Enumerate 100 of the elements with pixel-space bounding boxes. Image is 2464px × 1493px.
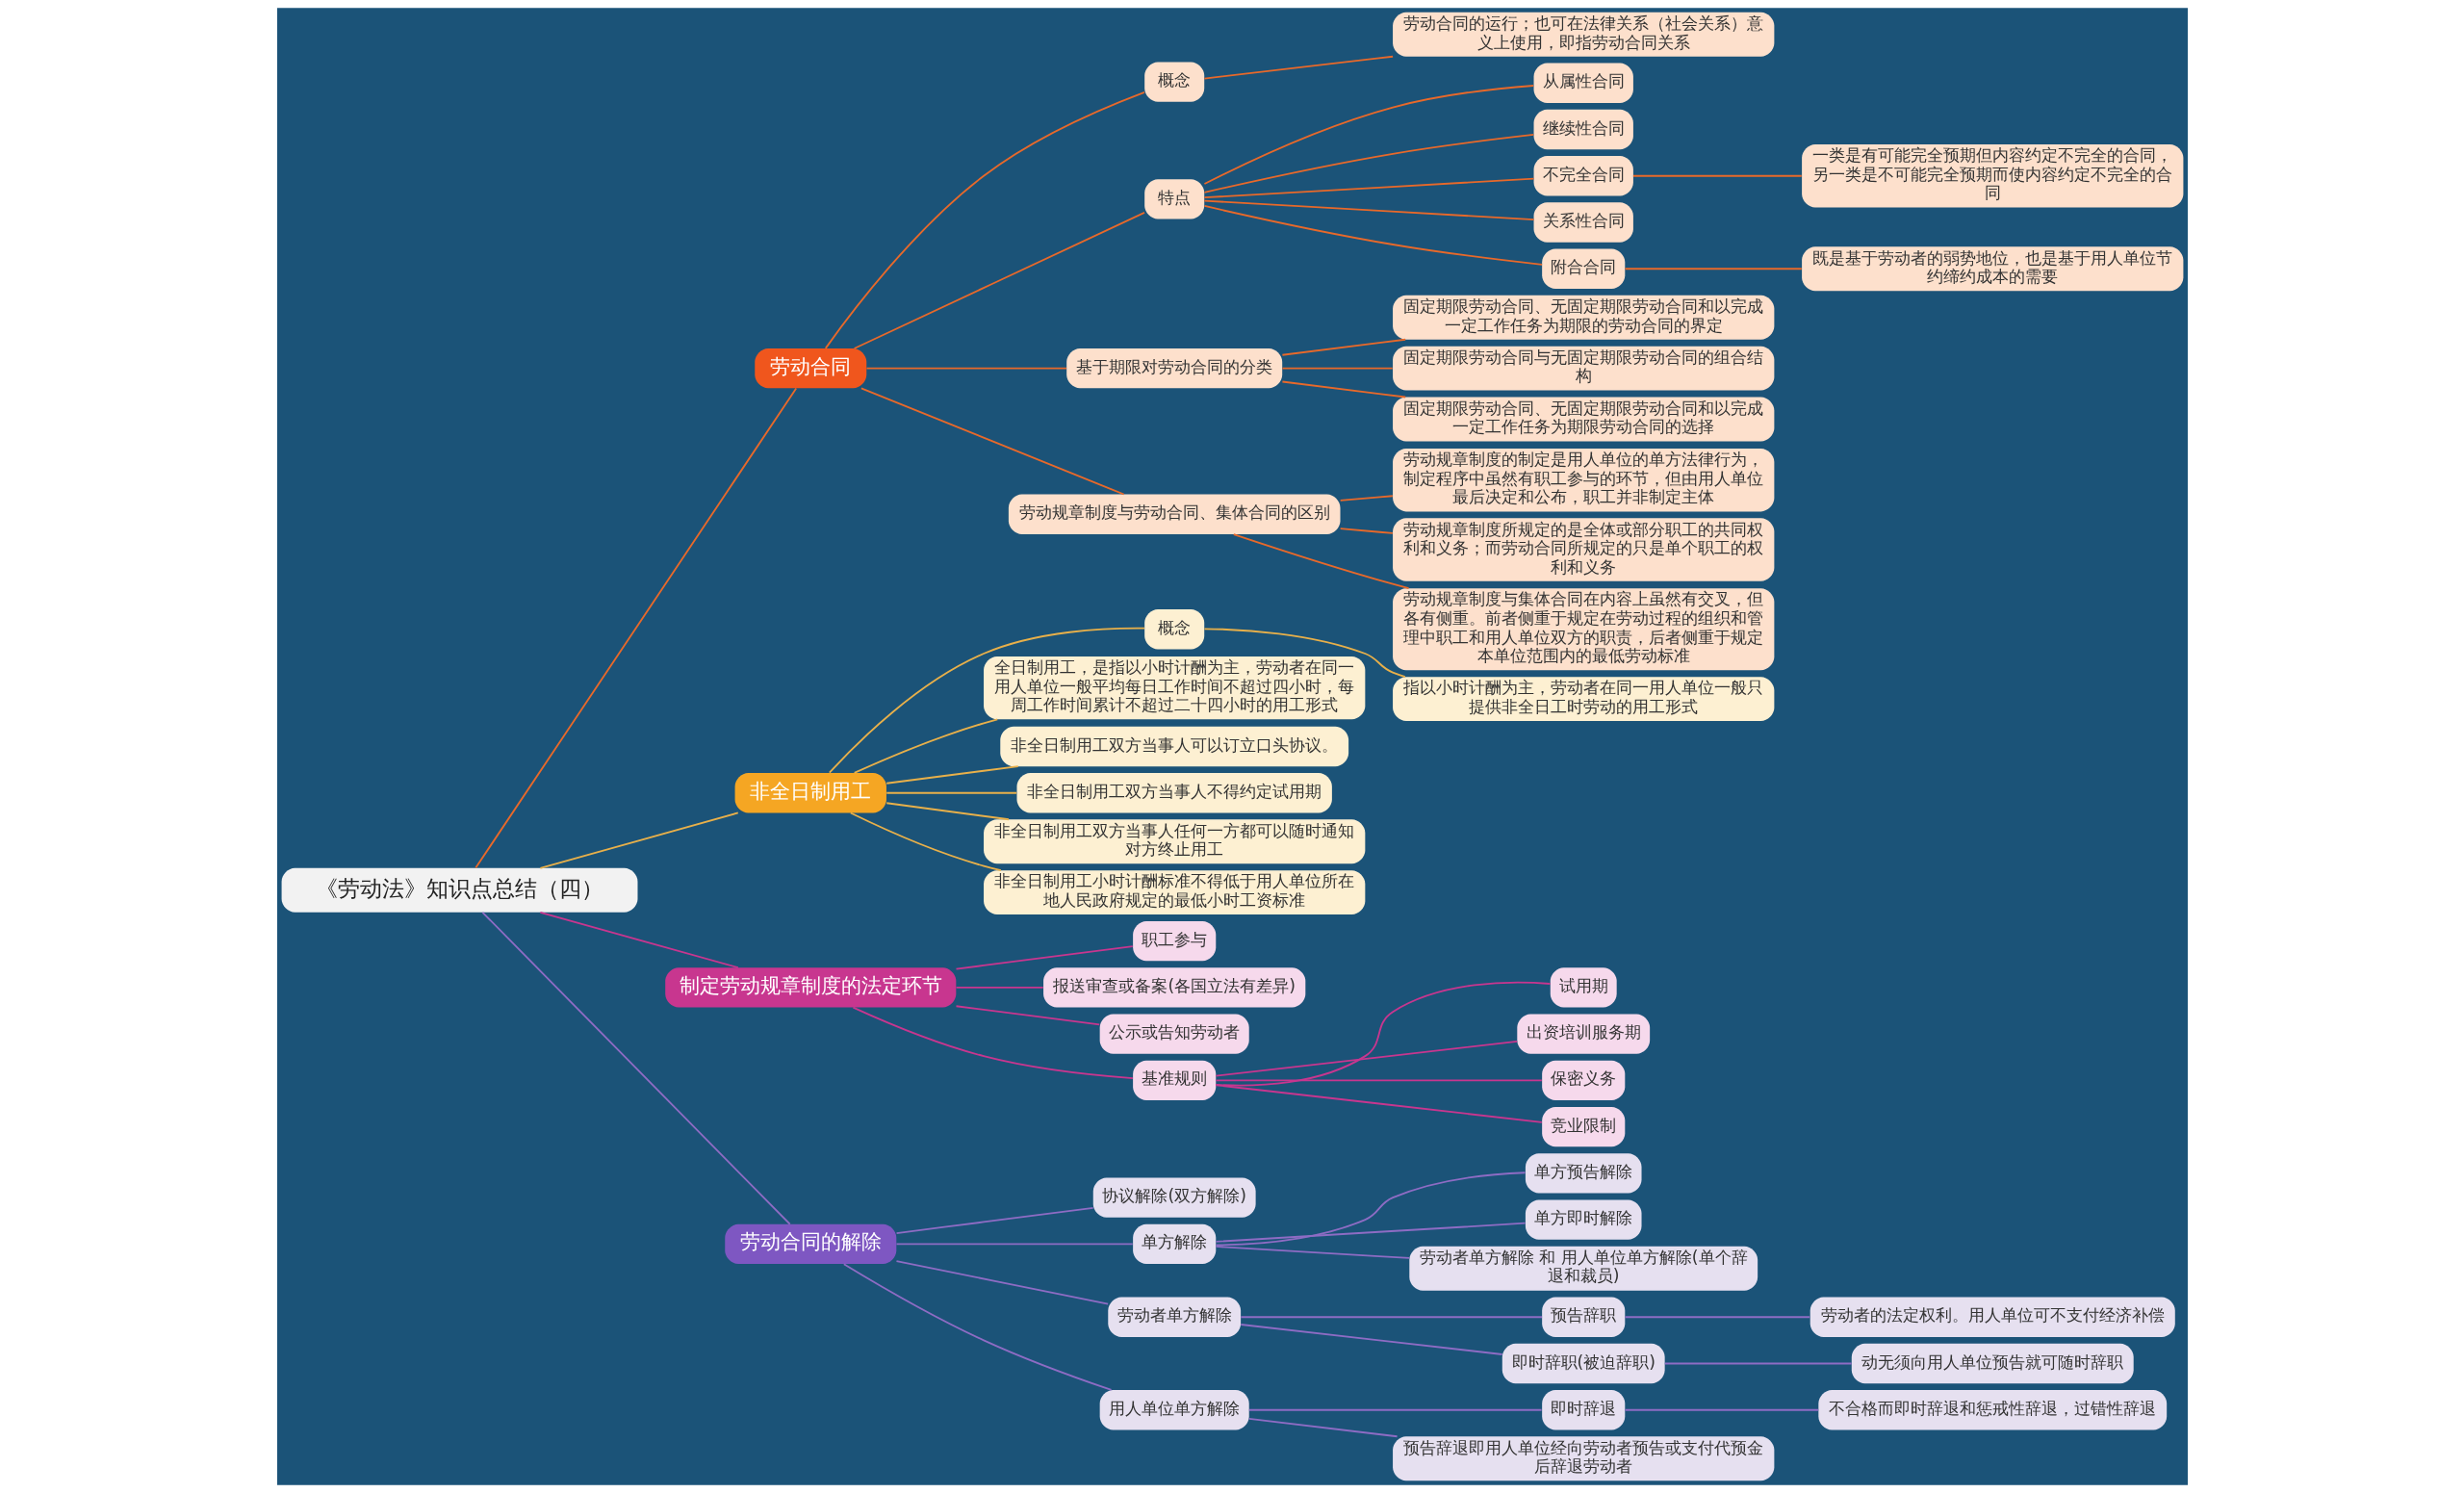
connector [865,367,1067,370]
node-box: 非全日制用工双方当事人不得约定试用期 [1016,773,1332,813]
connector [885,765,1019,785]
connector [1247,1408,1542,1411]
connector [538,811,739,869]
node-box: 劳动者单方解除 [1107,1297,1241,1337]
connector [853,212,1145,349]
node-box: 特点 [1143,179,1204,219]
connector [1624,1316,1810,1319]
connector [1203,85,1534,185]
node-box: 基于期限对劳动合同的分类 [1065,348,1282,389]
node-box: 概念 [1143,609,1204,650]
node-box: 劳动规章制度的制定是用人单位的单方法律行为，制定程序中虽然有职工参与的环节，但由用人单位最后决定和公布，职工并非制定主体 [1392,448,1774,512]
connector [828,627,1145,774]
connector [1203,134,1534,193]
connector [849,811,1002,872]
connector [824,90,1145,349]
connector [1339,528,1394,534]
node-box: 用人单位单方解除 [1099,1390,1249,1430]
connector [1624,268,1803,270]
connector [480,911,791,1225]
connector [1215,1084,1543,1123]
connector [1215,1222,1527,1243]
connector [538,912,739,969]
node-box: 指以小时计酬为主，劳动者在同一用人单位一般只提供非全日工时劳动的用工形式 [1392,677,1774,722]
connector [1203,628,1406,679]
connector [885,802,1010,821]
node-box: 报送审查或备案(各国立法有差异) [1042,967,1305,1008]
connector [860,387,1125,496]
node-box: 制定劳动规章制度的法定环节 [664,967,956,1008]
node-box: 劳动合同 [754,348,866,389]
node-box: 非全日制用工小时计酬标准不得低于用人单位所在地人民政府规定的最低小时工资标准 [983,870,1365,915]
node-box: 全日制用工，是指以小时计酬为主，劳动者在同一用人单位一般平均每日工作时间不超过四小时，每周工作时间累计不超过二十四小时的用工形式 [983,656,1365,720]
connector [1239,1316,1543,1319]
connector [955,1005,1100,1026]
connector [895,1206,1094,1234]
node-box: 《劳动法》知识点总结（四） [281,867,637,913]
node-box: 从属性合同 [1533,63,1633,103]
node-box: 非全日制用工 [734,773,886,813]
node-box: 概念 [1143,62,1204,102]
node-box: 不合格而即时辞退和惩戒性辞退，过错性辞退 [1817,1390,2167,1430]
node-box: 劳动者单方解除 和 用人单位单方解除(单个辞退和裁员) [1408,1246,1758,1291]
connector [853,718,998,774]
node-box: 竞业限制 [1541,1107,1625,1147]
node-box: 既是基于劳动者的弱势地位，也是基于用人单位节约缔约成本的需要 [1801,246,2183,292]
node-box: 一类是有可能完全预期但内容约定不完全的合同，另一类是不可能完全预期而使内容约定不完全的合同 [1801,144,2183,208]
connector [1203,177,1534,199]
connector [1624,1408,1819,1411]
node-box: 劳动规章制度所规定的是全体或部分职工的共同权利和义务；而劳动合同所规定的只是单个职工的权利和义务 [1392,518,1774,581]
connector [842,1263,1112,1391]
connector [1215,1246,1410,1259]
connector [1203,199,1534,221]
node-box: 附合合同 [1541,248,1625,289]
connector [1281,380,1406,399]
connector [852,1006,1134,1079]
connector [1203,205,1543,266]
connector [955,987,1044,989]
connector [1215,1171,1526,1247]
node-box: 预告辞退即用人单位经向劳动者预告或支付代预金后辞退劳动者 [1392,1436,1774,1481]
node-box: 非全日制用工双方当事人任何一方都可以随时通知对方终止用工 [983,819,1365,864]
node-box: 即时辞退 [1541,1390,1625,1430]
node-box: 单方解除 [1132,1223,1216,1265]
connector [1339,495,1394,502]
connector [895,1260,1109,1305]
node-box: 劳动规章制度与集体合同在内容上虽然有交叉，但各有侧重。前者侧重于规定在劳动过程的组织和管理中职工和用人单位双方的职责，后者侧重于规定本单位范围内的最低劳动标准 [1392,588,1774,671]
node-box: 动无须向用人单位预告就可随时辞职 [1851,1343,2134,1384]
connector [955,945,1134,970]
node-box: 单方预告解除 [1525,1153,1642,1194]
node-box: 基准规则 [1132,1060,1216,1101]
connector [1214,981,1551,1087]
node-box: 劳动合同的运行；也可在法律关系（社会关系）意义上使用，即指劳动合同关系 [1392,12,1774,57]
node-box: 保密义务 [1541,1060,1625,1101]
node-box: 非全日制用工双方当事人可以订立口头协议。 [999,726,1348,767]
node-box: 预告辞职 [1541,1297,1625,1337]
connector [1215,1079,1543,1082]
node-box: 出资培训服务期 [1516,1014,1650,1054]
connector [895,1243,1134,1246]
connector [1232,533,1409,590]
node-box: 公示或告知劳动者 [1099,1014,1249,1054]
node-box: 劳动者的法定权利。用人单位可不支付经济补偿 [1810,1297,2175,1337]
connector [1663,1362,1853,1365]
node-box: 试用期 [1550,967,1617,1008]
connector [1203,55,1394,80]
connector [1247,1417,1398,1438]
node-box: 单方即时解除 [1525,1199,1642,1240]
connector [1239,1324,1503,1355]
connector [885,791,1017,794]
connector [1281,338,1406,356]
node-box: 即时辞职(被迫辞职) [1502,1343,1665,1384]
node-box: 固定期限劳动合同与无固定期限劳动合同的组合结构 [1392,346,1774,391]
connector [1215,1041,1518,1077]
node-box: 劳动合同的解除 [724,1223,896,1265]
node-box: 固定期限劳动合同、无固定期限劳动合同和以完成一定工作任务为期限劳动合同的选择 [1392,397,1774,442]
node-box: 关系性合同 [1533,202,1633,243]
node-box: 继续性合同 [1533,109,1633,150]
node-box: 职工参与 [1132,921,1216,962]
connector [1631,174,1803,177]
connector [474,387,797,869]
node-box: 不完全合同 [1533,156,1633,196]
connector [1281,367,1394,370]
